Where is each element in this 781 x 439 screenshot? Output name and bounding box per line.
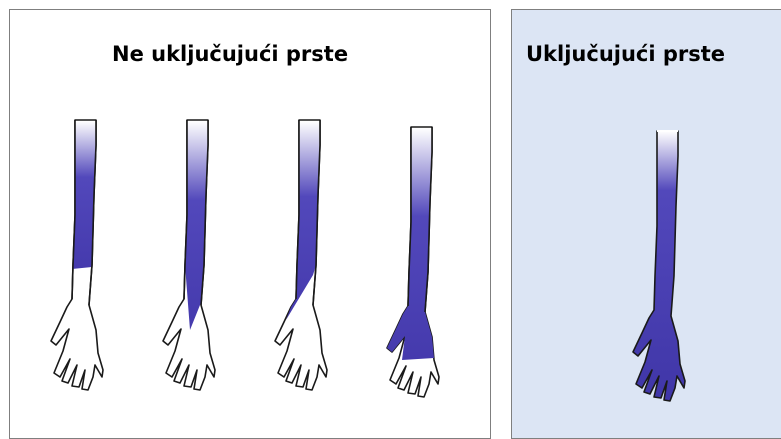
- panel-excluding-fingers: Ne uključujući prste: [9, 9, 491, 439]
- arm-illustration-4: [368, 122, 448, 397]
- panel-title-excluding-fingers: Ne uključujući prste: [112, 42, 348, 66]
- arm-illustration-3: [256, 115, 336, 390]
- arm-illustration-2: [144, 115, 224, 390]
- arm-illustration-5: [614, 126, 694, 401]
- panel-including-fingers: Uključujući prste: [511, 9, 781, 439]
- panel-title-including-fingers: Uključujući prste: [526, 42, 725, 66]
- arm-illustration-1: [32, 115, 112, 390]
